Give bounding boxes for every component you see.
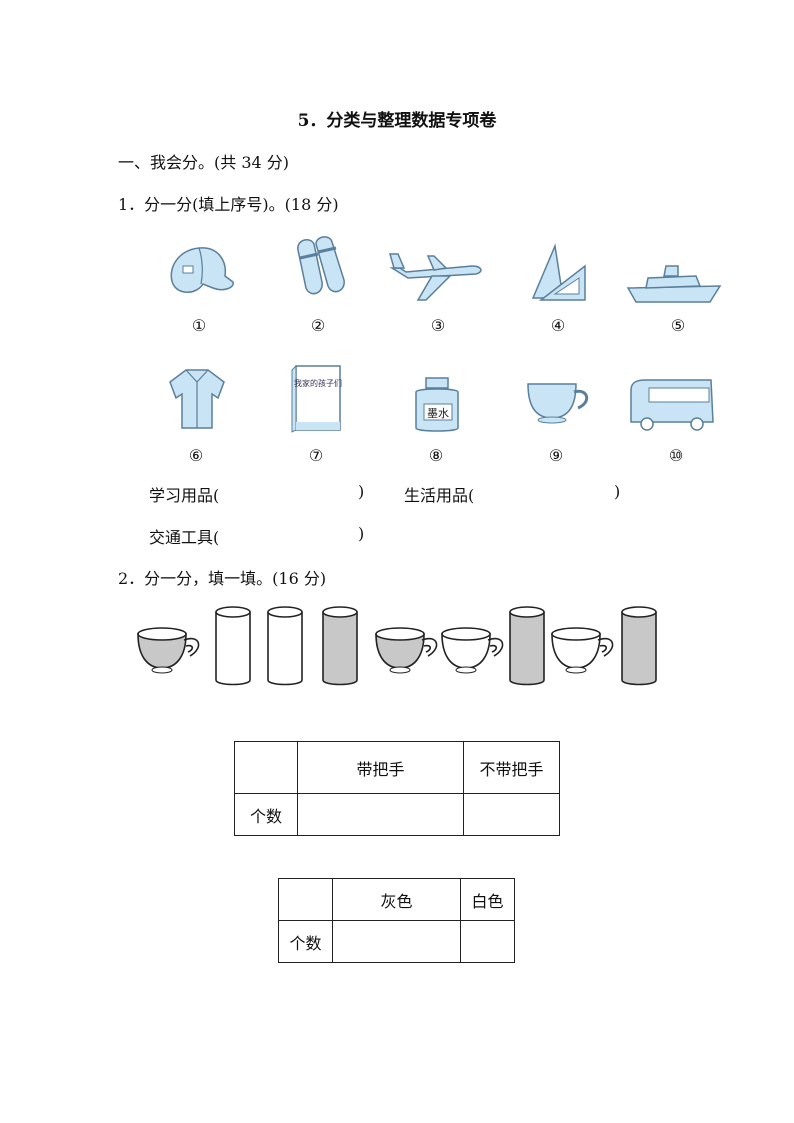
glass-white bbox=[215, 606, 251, 686]
category-life: 生活用品( bbox=[404, 486, 475, 505]
answer-cell[interactable] bbox=[297, 793, 464, 836]
glass-gray bbox=[322, 606, 358, 686]
row-label-count: 个数 bbox=[234, 793, 298, 836]
q2-objects bbox=[137, 606, 657, 686]
set-square-icon bbox=[531, 243, 586, 301]
close-paren: ) bbox=[614, 482, 621, 501]
item-number: ② bbox=[310, 316, 326, 335]
cup-white bbox=[551, 627, 614, 674]
item-number: ⑩ bbox=[668, 446, 684, 465]
book-icon: 我家的孩子们 bbox=[291, 364, 342, 433]
item-number: ⑥ bbox=[188, 446, 204, 465]
close-paren: ) bbox=[358, 524, 365, 543]
bus-icon bbox=[630, 379, 714, 431]
slippers-icon bbox=[297, 236, 345, 295]
close-paren: ) bbox=[358, 482, 365, 501]
item-number: ④ bbox=[550, 316, 566, 335]
item-number: ① bbox=[191, 316, 207, 335]
glass-white bbox=[267, 606, 303, 686]
answer-cell[interactable] bbox=[463, 793, 560, 836]
category-study: 学习用品( bbox=[149, 486, 220, 505]
glass-gray bbox=[621, 606, 657, 686]
ink-label: 墨水 bbox=[427, 407, 449, 420]
section-heading: 一、我会分。(共 34 分) bbox=[118, 153, 290, 172]
header-gray: 灰色 bbox=[332, 878, 461, 921]
answer-cell[interactable] bbox=[332, 920, 461, 963]
question-1: 1．分一分(填上序号)。(18 分) bbox=[118, 195, 339, 214]
airplane-icon bbox=[389, 253, 482, 301]
cup-icon bbox=[527, 383, 589, 424]
page-title: 5．分类与整理数据专项卷 bbox=[297, 111, 497, 131]
header-with-handle: 带把手 bbox=[297, 741, 464, 794]
header-without-handle: 不带把手 bbox=[463, 741, 560, 794]
cup-gray bbox=[375, 627, 438, 674]
book-title: 我家的孩子们 bbox=[294, 378, 342, 388]
item-number: ⑦ bbox=[308, 446, 324, 465]
ink-bottle-icon: 墨水 bbox=[415, 377, 459, 432]
item-number: ⑧ bbox=[428, 446, 444, 465]
cap-icon bbox=[170, 247, 234, 293]
item-number: ⑨ bbox=[548, 446, 564, 465]
ship-icon bbox=[626, 265, 722, 303]
cup-gray bbox=[137, 627, 200, 674]
table-color: 灰色 白色 个数 bbox=[278, 878, 515, 963]
category-transport: 交通工具( bbox=[149, 528, 220, 547]
item-number: ③ bbox=[430, 316, 446, 335]
table-corner bbox=[234, 741, 298, 794]
cup-white bbox=[441, 627, 504, 674]
answer-cell[interactable] bbox=[460, 920, 515, 963]
shirt-icon bbox=[169, 369, 225, 429]
table-corner bbox=[278, 878, 333, 921]
table-handle: 带把手 不带把手 个数 bbox=[234, 741, 560, 836]
item-number: ⑤ bbox=[670, 316, 686, 335]
question-2: 2．分一分，填一填。(16 分) bbox=[118, 569, 327, 588]
header-white: 白色 bbox=[460, 878, 515, 921]
glass-gray bbox=[509, 606, 545, 686]
row-label-count: 个数 bbox=[278, 920, 333, 963]
